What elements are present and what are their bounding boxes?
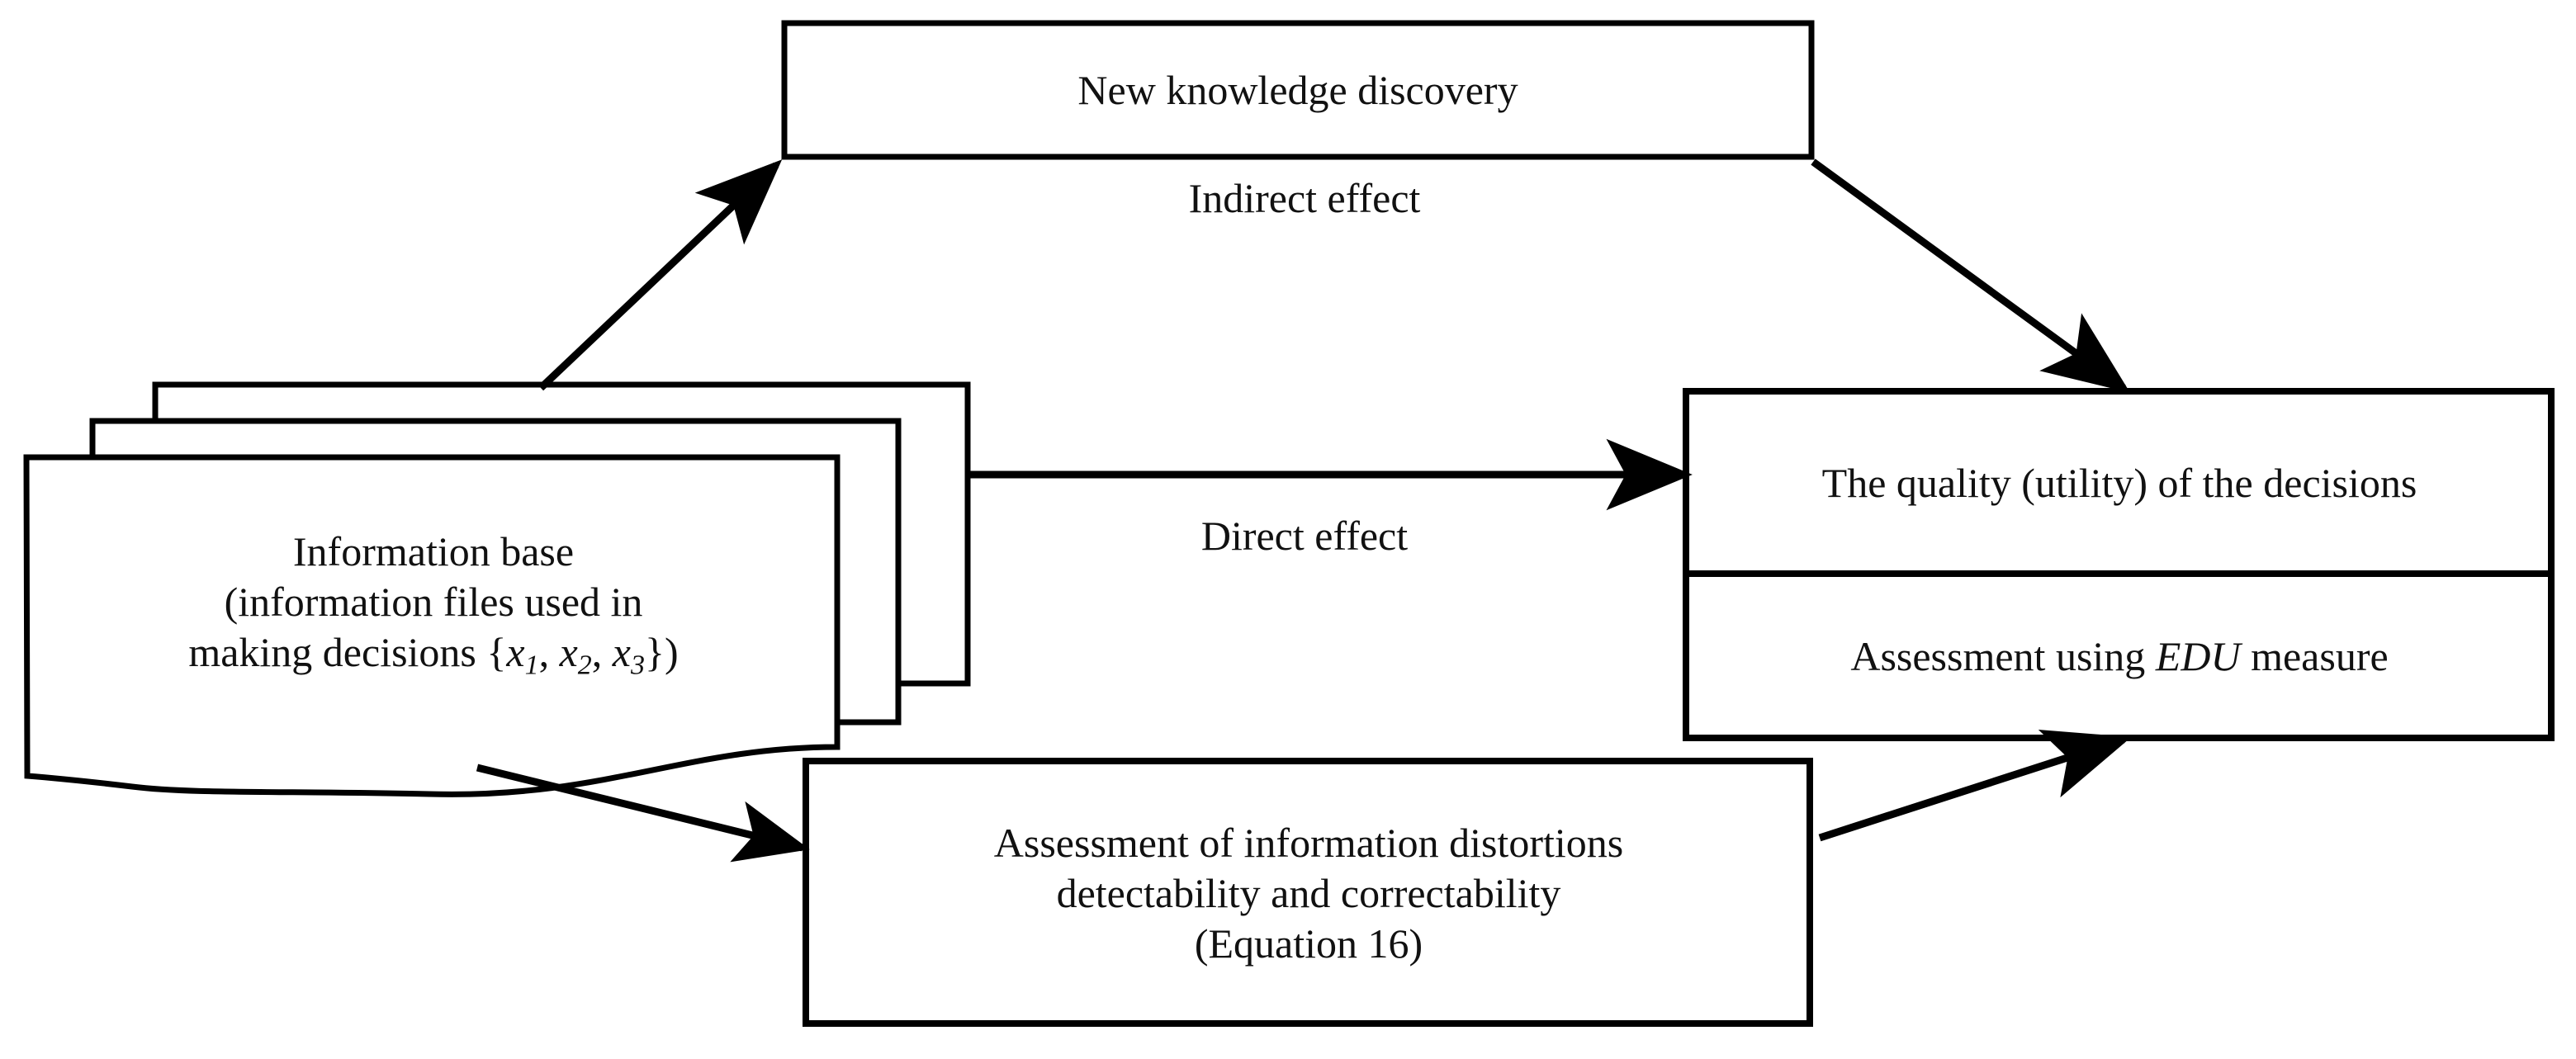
arrow-info-base-to-new-knowledge [537, 159, 783, 391]
arrow-new-knowledge-to-quality [1811, 158, 2131, 393]
new-knowledge-box [781, 20, 1815, 160]
arrow-info-base-to-distortion [476, 764, 810, 863]
arrow-distortion-to-quality [1818, 729, 2132, 842]
information-base-sheet-front [23, 454, 841, 797]
quality-decisions-box [1683, 388, 2555, 741]
information-base-shape [23, 381, 971, 797]
distortion-assessment-box [803, 758, 1813, 1027]
